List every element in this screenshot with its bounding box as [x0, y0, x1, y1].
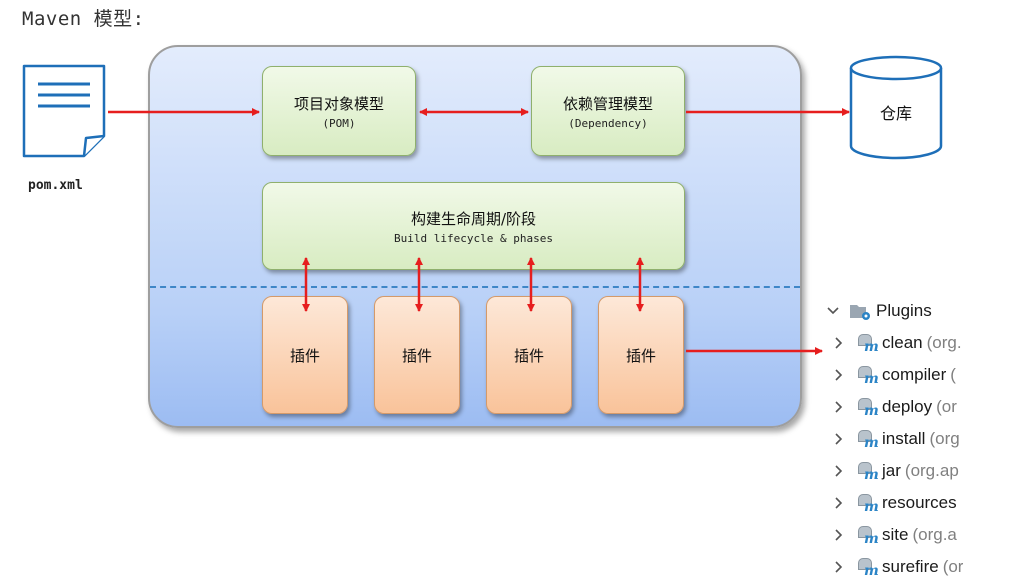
- plugin-box-3: 插件: [486, 296, 572, 414]
- repository-label: 仓库: [879, 104, 912, 123]
- maven-plugin-icon: m: [856, 557, 879, 579]
- plugins-folder-icon: [850, 305, 870, 320]
- chevron-right-icon[interactable]: [832, 464, 846, 478]
- plugin-name: surefire: [882, 557, 939, 576]
- chevron-right-icon[interactable]: [832, 560, 846, 574]
- plugin-group: (org.ap: [904, 461, 959, 480]
- maven-plugin-icon: m: [856, 493, 879, 515]
- plugin-box-2: 插件: [374, 296, 460, 414]
- plugin-group: (org.: [926, 333, 962, 352]
- maven-plugin-icon: m: [856, 429, 879, 451]
- maven-plugin-icon: m: [856, 525, 879, 547]
- plugin-group: (or: [936, 397, 957, 416]
- dependency-model-title: 依赖管理模型: [562, 94, 653, 113]
- plugin-name: resources: [882, 493, 957, 512]
- page-heading: Maven 模型:: [22, 8, 145, 30]
- plugin-name: jar: [882, 461, 901, 480]
- dashed-divider: [150, 286, 800, 288]
- document-icon: [22, 64, 106, 158]
- chevron-right-icon[interactable]: [832, 368, 846, 382]
- maven-plugin-icon: m: [856, 397, 879, 419]
- chevron-right-icon[interactable]: [832, 528, 846, 542]
- chevron-right-icon[interactable]: [832, 336, 846, 350]
- pom-model-box: 项目对象模型 (POM): [262, 66, 416, 156]
- plugin-box-1: 插件: [262, 296, 348, 414]
- lifecycle-box: 构建生命周期/阶段 Build lifecycle & phases: [262, 182, 685, 270]
- plugin-name: install: [882, 429, 926, 448]
- tree-root-label: Plugins: [876, 301, 932, 320]
- plugin-name: site: [882, 525, 909, 544]
- chevron-right-icon[interactable]: [832, 496, 846, 510]
- plugin-group: (: [950, 365, 956, 384]
- maven-plugin-icon: m: [856, 461, 879, 483]
- chevron-right-icon[interactable]: [832, 432, 846, 446]
- tree-root-plugins[interactable]: Plugins: [826, 296, 932, 326]
- dependency-model-subtitle: (Dependency): [568, 116, 648, 130]
- lifecycle-subtitle: Build lifecycle & phases: [394, 231, 553, 245]
- plugin-name: deploy: [882, 397, 933, 416]
- plugin-group: (org: [929, 429, 960, 448]
- chevron-right-icon[interactable]: [832, 400, 846, 414]
- repository-cylinder-icon: [849, 55, 943, 160]
- pom-model-title: 项目对象模型: [293, 94, 384, 113]
- plugin-name: clean: [882, 333, 923, 352]
- plugin-name: compiler: [882, 365, 947, 384]
- lifecycle-title: 构建生命周期/阶段: [410, 209, 537, 228]
- plugin-group: (or: [942, 557, 964, 576]
- pom-model-subtitle: (POM): [322, 116, 356, 130]
- chevron-down-icon[interactable]: [826, 304, 840, 318]
- plugin-group: (org.a: [912, 525, 957, 544]
- maven-plugin-icon: m: [856, 365, 879, 387]
- dependency-model-box: 依赖管理模型 (Dependency): [531, 66, 685, 156]
- pom-file-label: pom.xml: [28, 178, 83, 193]
- maven-plugin-icon: m: [856, 333, 879, 355]
